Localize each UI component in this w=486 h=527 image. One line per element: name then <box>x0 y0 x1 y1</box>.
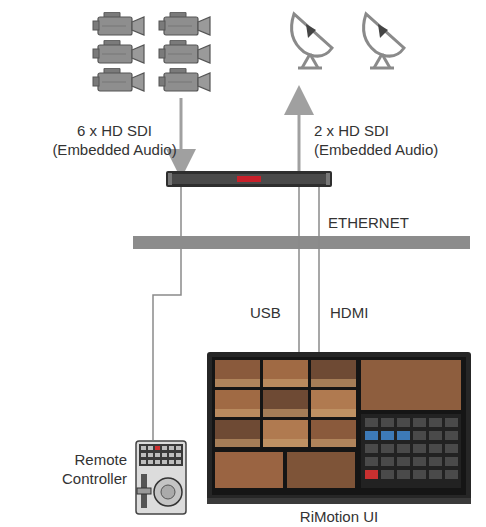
remote-art <box>135 440 187 515</box>
device-label: RiMotion UI <box>207 507 471 526</box>
usb-cable <box>298 187 300 352</box>
hdmi-cable <box>318 187 320 352</box>
signal-label: 6 x HD SDI (Embedded Audio) <box>46 121 183 159</box>
ethernet-band: ETHERNET <box>133 236 470 249</box>
server-unit <box>166 171 332 187</box>
port-label: HDMI <box>330 303 390 322</box>
connector-line <box>153 249 181 440</box>
output-arrow <box>298 100 301 172</box>
monitor-art <box>207 352 471 504</box>
signal-label: 2 x HD SDI (Embedded Audio) <box>314 121 454 159</box>
remote-controller: Remote Controller <box>135 440 187 515</box>
server-link <box>180 187 182 236</box>
satellite-dishes <box>292 14 404 68</box>
port-label: USB <box>250 303 310 322</box>
monitor-ui: RiMotion UI <box>207 352 471 504</box>
input-arrow <box>180 98 183 164</box>
camera-group <box>93 12 210 91</box>
band-label: ETHERNET <box>328 213 468 232</box>
device-label: Remote Controller <box>35 450 127 488</box>
